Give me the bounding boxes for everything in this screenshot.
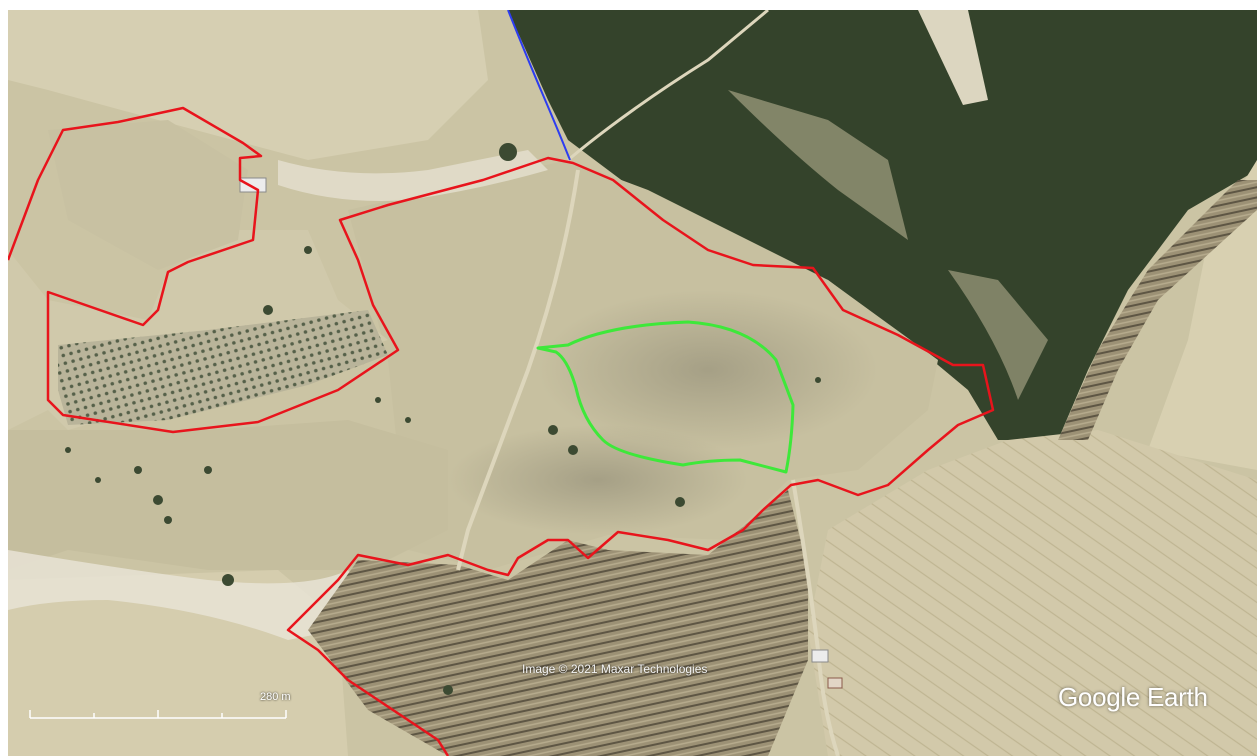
field-bottom-right [808, 430, 1257, 756]
scale-bar-label: 280 m [260, 691, 291, 703]
building [827, 677, 843, 689]
dirt-track [567, 10, 769, 162]
forest-clearing [728, 90, 908, 240]
field-lower-left [8, 420, 448, 570]
forest-gap [918, 10, 988, 105]
path-line [507, 10, 571, 161]
scale-bar [29, 710, 287, 719]
olive-orchard [58, 310, 388, 425]
terraced-strip [1058, 180, 1257, 440]
building [239, 177, 267, 193]
field-right [1148, 160, 1257, 470]
google-earth-logo: Google Earth [1058, 682, 1208, 712]
forest-clearing [948, 270, 1048, 400]
field-top-left [8, 10, 488, 160]
dirt-track [456, 169, 580, 571]
dirt-track [791, 479, 840, 756]
terrain-shadow [448, 425, 748, 535]
gully [278, 150, 548, 201]
scattered-trees [65, 143, 821, 695]
imagery-attribution: Image © 2021 Maxar Technologies [522, 662, 708, 676]
terraced-vineyard [308, 490, 808, 756]
property-boundary [8, 106, 995, 756]
building [811, 649, 829, 663]
satellite-imagery [8, 10, 1257, 756]
inner-zone-outline [536, 320, 795, 474]
forest-area [508, 10, 1257, 440]
satellite-map[interactable]: Image © 2021 Maxar Technologies Google E… [8, 10, 1257, 756]
gully [8, 550, 356, 640]
field-upper-left [48, 120, 248, 270]
